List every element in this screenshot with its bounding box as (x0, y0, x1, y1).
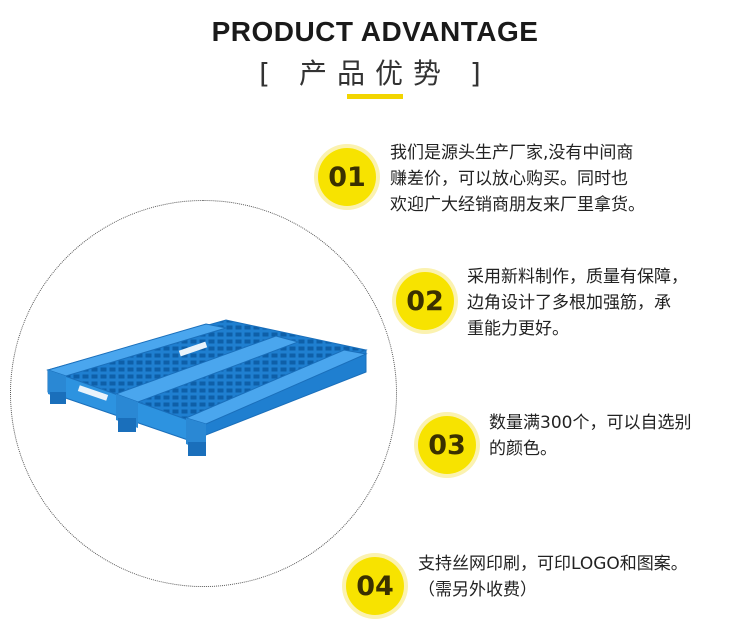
advantage-line: 的颜色。 (489, 439, 557, 459)
advantage-line: 边角设计了多根加强筋，承 (467, 293, 671, 313)
title-underline (347, 94, 403, 99)
product-image-frame (10, 200, 397, 587)
advantage-line: 采用新料制作，质量有保障， (467, 267, 688, 287)
advantage-line: 赚差价，可以放心购买。同时也 (390, 169, 628, 189)
advantage-line: 数量满300个，可以自选别 (489, 413, 692, 433)
page-title-en: PRODUCT ADVANTAGE (211, 16, 539, 47)
advantage-line: 欢迎广大经销商朋友来厂里拿货。 (390, 195, 645, 215)
page-title-cn: [ 产品优势 ] (259, 57, 491, 90)
advantage-badge-04: 04 (346, 557, 404, 615)
advantage-badge-02: 02 (396, 272, 454, 330)
advantage-line: 我们是源头生产厂家,没有中间商 (390, 143, 634, 163)
pallet-image (46, 319, 368, 456)
advantage-badge-03: 03 (418, 416, 476, 474)
advantage-text-04: 支持丝网印刷，可印LOGO和图案。 （需另外收费） (418, 551, 688, 603)
advantage-line: 支持丝网印刷，可印LOGO和图案。 (418, 554, 688, 574)
advantage-text-01: 我们是源头生产厂家,没有中间商 赚差价，可以放心购买。同时也 欢迎广大经销商朋友… (390, 140, 645, 218)
advantage-line: （需另外收费） (418, 580, 537, 600)
advantage-text-03: 数量满300个，可以自选别 的颜色。 (489, 410, 691, 462)
advantage-badge-01: 01 (318, 148, 376, 206)
advantage-line: 重能力更好。 (467, 319, 569, 339)
advantage-text-02: 采用新料制作，质量有保障， 边角设计了多根加强筋，承 重能力更好。 (467, 264, 688, 342)
